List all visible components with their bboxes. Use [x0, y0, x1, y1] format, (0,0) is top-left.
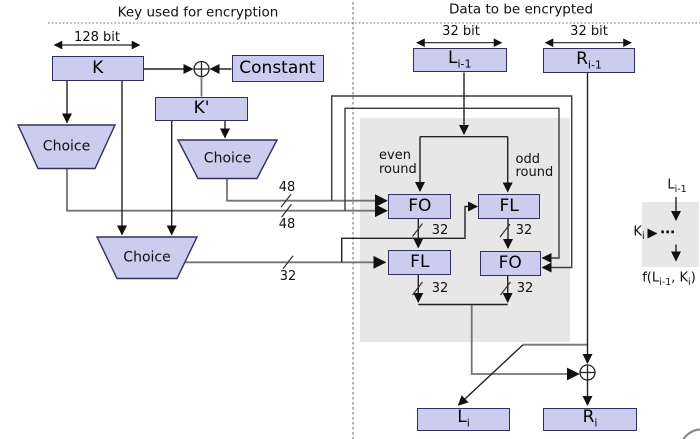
choice-3-shape	[95, 236, 199, 280]
even-round-label: even round	[379, 148, 417, 177]
wire-48-upper	[226, 178, 388, 208]
legend-f-output-label: f(Li-1, Ki)	[642, 269, 696, 288]
key-width-label: 128 bit	[74, 29, 120, 45]
key-wires-gray	[66, 77, 588, 381]
r-output-box: Ri	[543, 407, 637, 431]
choice-2-label: Choice	[203, 150, 252, 167]
bus-32-fo-even-label: 32	[431, 222, 449, 238]
r-input-box: Ri-1	[543, 48, 635, 73]
choice-3-label: Choice	[123, 248, 171, 265]
fl-odd-box: FL	[478, 194, 540, 219]
bus-32-fl-even-label: 32	[431, 280, 449, 296]
key-section-title: Key used for encryption	[117, 4, 279, 21]
wrap-wire-outer	[331, 95, 573, 273]
k-box: K	[52, 55, 144, 81]
dimension-arrows	[53, 38, 632, 50]
l-output-box: Li	[417, 407, 510, 431]
xor-key-icon	[193, 60, 210, 78]
choice-1-label: Choice	[42, 137, 91, 154]
choice-trapezoids	[16, 124, 279, 280]
bus-32-key-label: 32	[279, 268, 297, 284]
section-separators	[48, 2, 700, 439]
xor-data-icon	[579, 364, 596, 381]
fo-even-box: FO	[388, 193, 452, 219]
k-prime-box: K'	[155, 96, 248, 121]
fl-even-box: FL	[388, 250, 452, 275]
bus-48-lower-label: 48	[278, 216, 296, 232]
choice-1-shape	[16, 124, 117, 170]
wire-32-to-fl-odd	[341, 201, 479, 263]
f-output-to-xor-wire	[470, 304, 580, 381]
right-width-label: 32 bit	[570, 23, 608, 39]
legend-l-input-label: Li-1	[667, 176, 687, 195]
l-input-box: Li-1	[413, 48, 507, 72]
bus-32-fl-odd-label: 32	[515, 222, 533, 238]
structural-wires	[61, 63, 682, 407]
bus-48-upper-label: 48	[278, 179, 296, 195]
choice-2-shape	[176, 139, 279, 180]
odd-round-label: odd round	[515, 151, 554, 180]
corner-arc-decoration	[682, 428, 700, 439]
wrap-wires	[331, 95, 573, 273]
bus-slashes	[280, 193, 511, 296]
wire-48-lower	[66, 168, 388, 218]
legend-key-label: Ki	[633, 223, 645, 242]
data-section-title: Data to be encrypted	[448, 1, 594, 18]
fo-odd-box: FO	[480, 250, 541, 276]
left-width-label: 32 bit	[442, 23, 480, 39]
bus-32-fo-odd-label: 32	[516, 280, 534, 296]
legend-dots: ⋯	[660, 222, 676, 241]
wrap-wire-inner	[344, 107, 560, 264]
constant-box: Constant	[231, 55, 324, 82]
